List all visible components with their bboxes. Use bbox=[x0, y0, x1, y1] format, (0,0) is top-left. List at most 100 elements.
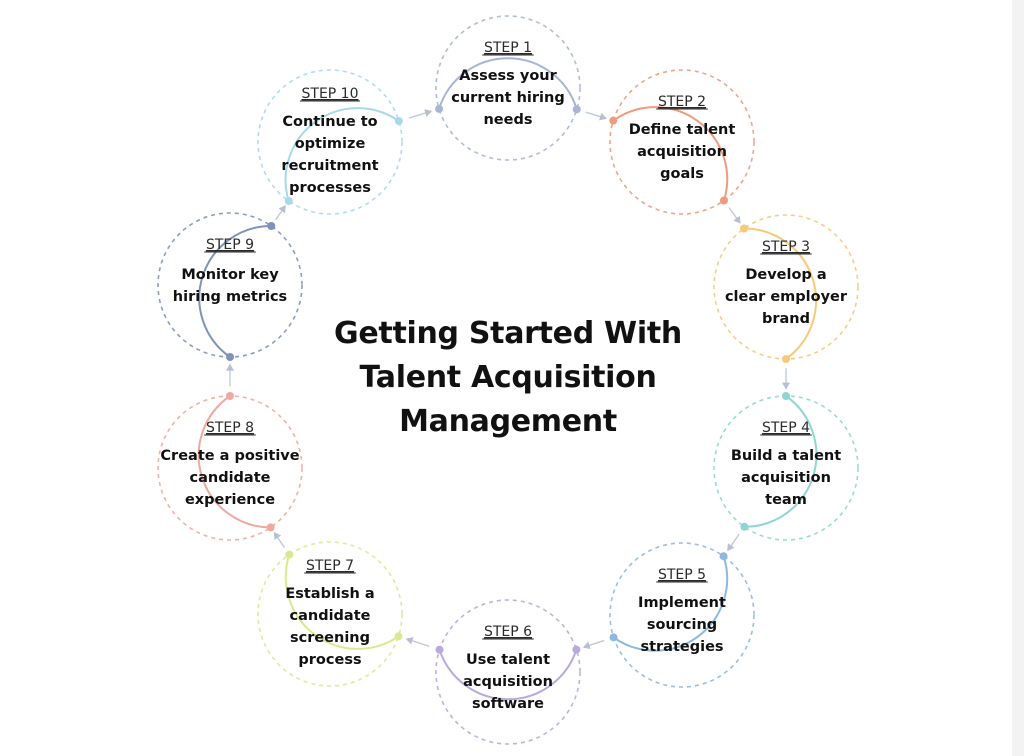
outgoing-connector-dot bbox=[267, 221, 276, 230]
step-ring bbox=[435, 599, 581, 745]
connector-arrow bbox=[405, 637, 430, 648]
incoming-connector-dot bbox=[740, 224, 749, 233]
step-label: STEP 10 bbox=[302, 86, 359, 102]
step-description-line: optimize bbox=[295, 136, 366, 152]
step-description: Build a talent acquisition team bbox=[731, 448, 841, 508]
step-ring-solid-arc bbox=[612, 106, 729, 201]
step-ring-solid-arc bbox=[284, 107, 400, 202]
incoming-connector-dot bbox=[284, 197, 293, 206]
outgoing-connector-dot bbox=[572, 105, 581, 114]
step-description-line: Use talent bbox=[466, 652, 550, 668]
outgoing-connector-dot bbox=[609, 633, 618, 642]
step-description-line: hiring metrics bbox=[173, 289, 287, 305]
step-description-line: brand bbox=[762, 311, 810, 327]
incoming-connector-dot bbox=[394, 632, 403, 641]
step-1-node: STEP 1 Assess your current hiring needs bbox=[435, 15, 581, 161]
step-description-line: software bbox=[472, 696, 544, 712]
outgoing-connector-dot bbox=[226, 392, 234, 400]
step-ring bbox=[257, 541, 403, 687]
step-description-line: needs bbox=[483, 112, 532, 128]
step-description-line: acquisition bbox=[637, 144, 727, 160]
step-description-line: clear employer bbox=[725, 289, 848, 305]
diagram-title: Getting Started With Talent Acquisition … bbox=[334, 316, 682, 439]
incoming-connector-dot bbox=[572, 645, 581, 654]
step-description-line: experience bbox=[185, 492, 275, 508]
step-description: Monitor key hiring metrics bbox=[173, 267, 287, 305]
step-ring-solid-arc bbox=[744, 227, 818, 360]
incoming-connector-dot bbox=[609, 116, 618, 125]
step-label: STEP 2 bbox=[658, 94, 706, 110]
step-label: STEP 5 bbox=[658, 567, 706, 583]
step-ring-solid-arc bbox=[198, 224, 272, 358]
step-ring bbox=[157, 395, 303, 541]
step-ring bbox=[435, 15, 581, 161]
step-description-line: Continue to bbox=[282, 114, 377, 130]
connector-arrow bbox=[728, 207, 741, 224]
step-ring-solid-arc bbox=[197, 395, 271, 529]
step-description-line: goals bbox=[660, 166, 704, 182]
outgoing-connector-dot bbox=[740, 522, 749, 531]
incoming-connector-dot bbox=[719, 552, 728, 561]
step-description-line: Assess your bbox=[459, 68, 557, 84]
incoming-connector-dot bbox=[782, 392, 790, 400]
incoming-connector-dot bbox=[435, 104, 444, 113]
step-ring bbox=[713, 214, 859, 360]
step-ring-solid-arc bbox=[744, 395, 818, 528]
step-description: Develop a clear employer brand bbox=[725, 267, 848, 327]
step-9-node: STEP 9 Monitor key hiring metrics bbox=[157, 212, 303, 361]
step-description-line: current hiring bbox=[451, 90, 564, 106]
step-ring-solid-arc bbox=[284, 554, 400, 650]
step-label: STEP 6 bbox=[484, 624, 532, 640]
step-5-node: STEP 5 Implement sourcing strategies bbox=[609, 542, 755, 688]
step-description: Implement sourcing strategies bbox=[638, 595, 726, 655]
step-description-line: candidate bbox=[190, 470, 271, 486]
step-description-line: Create a positive bbox=[160, 448, 299, 464]
connector-arrow bbox=[585, 111, 607, 121]
step-7-node: STEP 7 Establish a candidate screening proce… bbox=[257, 541, 403, 687]
step-label: STEP 3 bbox=[762, 239, 810, 255]
step-label: STEP 8 bbox=[206, 420, 254, 436]
connector-arrow bbox=[582, 639, 605, 650]
step-label: STEP 7 bbox=[306, 558, 354, 574]
outgoing-connector-dot bbox=[394, 117, 403, 126]
step-description-line: acquisition bbox=[741, 470, 831, 486]
step-description-line: strategies bbox=[640, 639, 723, 655]
step-description: Establish a candidate screening process bbox=[285, 586, 374, 668]
outgoing-connector-dot bbox=[719, 196, 728, 205]
step-description-line: screening bbox=[290, 630, 370, 646]
connector-arrow bbox=[275, 205, 286, 221]
step-label: STEP 4 bbox=[762, 420, 810, 436]
step-description-line: Build a talent bbox=[731, 448, 841, 464]
step-ring bbox=[257, 69, 403, 215]
step-ring bbox=[609, 542, 755, 688]
step-description-line: team bbox=[765, 492, 807, 508]
step-description-line: Establish a bbox=[285, 586, 374, 602]
step-description: Assess your current hiring needs bbox=[451, 68, 564, 128]
step-description-line: Implement bbox=[638, 595, 726, 611]
step-description-line: Develop a bbox=[745, 267, 826, 283]
step-description-line: process bbox=[298, 652, 361, 668]
step-description-line: sourcing bbox=[647, 617, 717, 633]
step-ring bbox=[713, 395, 859, 541]
outgoing-connector-dot bbox=[782, 355, 790, 363]
outgoing-connector-dot bbox=[435, 645, 444, 654]
outgoing-connector-dot bbox=[285, 550, 294, 559]
step-8-node: STEP 8 Create a positive candidate experien… bbox=[157, 392, 303, 541]
incoming-connector-dot bbox=[226, 353, 234, 361]
step-description-line: Monitor key bbox=[181, 267, 279, 283]
step-4-node: STEP 4 Build a talent acquisition team bbox=[713, 392, 859, 541]
step-ring bbox=[609, 69, 755, 215]
step-label: STEP 9 bbox=[206, 237, 254, 253]
connector-arrow bbox=[408, 109, 433, 119]
step-description-line: candidate bbox=[290, 608, 371, 624]
step-3-node: STEP 3 Develop a clear employer brand bbox=[713, 214, 859, 363]
step-label: STEP 1 bbox=[484, 40, 532, 56]
incoming-connector-dot bbox=[266, 523, 275, 532]
step-ring-solid-arc bbox=[438, 57, 578, 110]
